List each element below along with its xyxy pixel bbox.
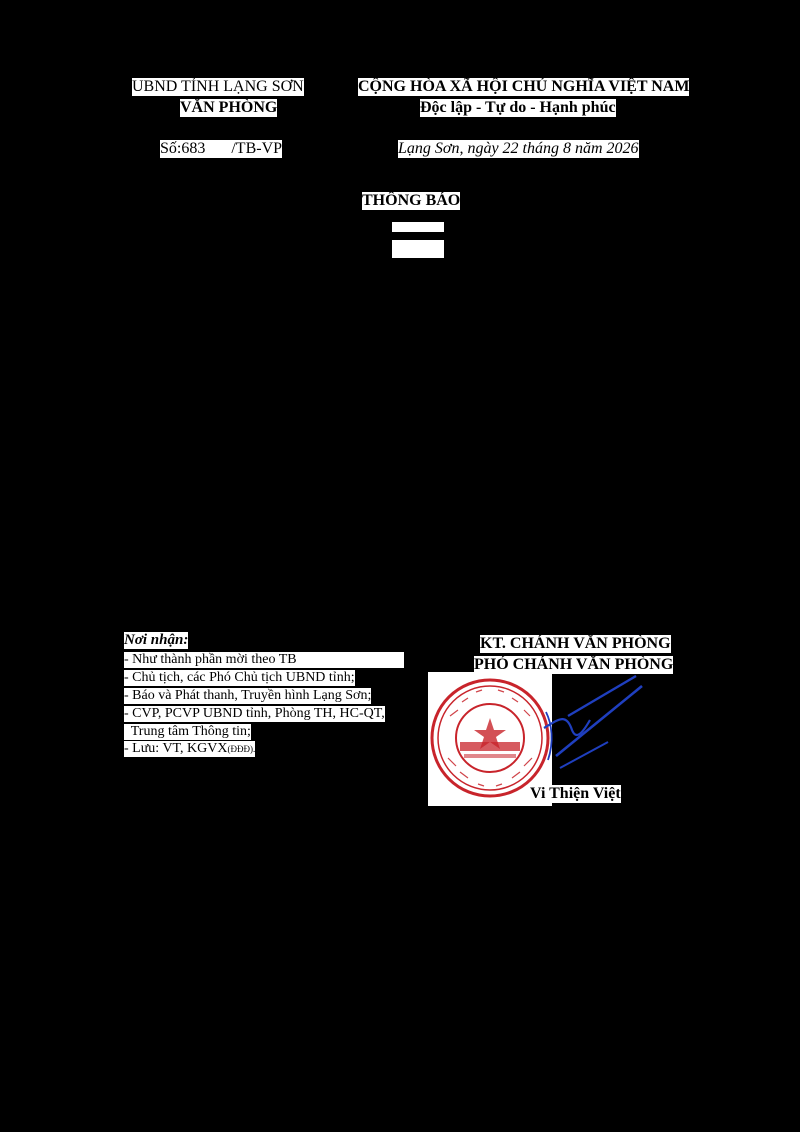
- recipient-item: - Như thành phần mời theo TB: [124, 652, 404, 669]
- number-suffix: /TB-VP: [231, 140, 283, 157]
- archive-note: (ĐĐĐ).: [227, 744, 256, 754]
- number-prefix: Số:: [160, 140, 182, 157]
- recipient-item: Trung tâm Thông tin;: [124, 724, 251, 741]
- signer-name: Vi Thiện Việt: [530, 785, 621, 804]
- recipients-heading: Nơi nhận:: [124, 632, 189, 650]
- agency-name: VĂN PHÒNG: [180, 99, 278, 118]
- recipient-item: - CVP, PCVP UBND tỉnh, Phòng TH, HC-QT,: [124, 706, 385, 723]
- national-motto: Độc lập - Tự do - Hạnh phúc: [420, 99, 616, 118]
- agency-parent: UBND TỈNH LẠNG SƠN: [132, 78, 304, 97]
- document-number: Số:683/TB-VP: [160, 140, 283, 159]
- signature-position: PHÓ CHÁNH VĂN PHÒNG: [474, 656, 674, 675]
- number-value: 683: [181, 140, 206, 157]
- redaction-gap: [392, 222, 444, 232]
- archive-label: - Lưu: VT, KGVX: [124, 741, 228, 756]
- official-seal-stamp: [428, 672, 552, 806]
- recipient-item: - Chủ tịch, các Phó Chủ tịch UBND tỉnh;: [124, 670, 355, 687]
- document-title: THÔNG BÁO: [362, 192, 461, 211]
- redaction-gap-2: [392, 240, 444, 258]
- handwritten-signature: [543, 674, 643, 769]
- recipient-item: - Báo và Phát thanh, Truyền hình Lạng Sơ…: [124, 688, 372, 705]
- recipient-archive: - Lưu: VT, KGVX(ĐĐĐ).: [124, 741, 256, 758]
- place-date: Lạng Sơn, ngày 22 tháng 8 năm 2026: [398, 140, 639, 159]
- country-name: CỘNG HÒA XÃ HỘI CHỦ NGHĨA VIỆT NAM: [358, 78, 690, 97]
- signature-authority: KT. CHÁNH VĂN PHÒNG: [480, 635, 671, 654]
